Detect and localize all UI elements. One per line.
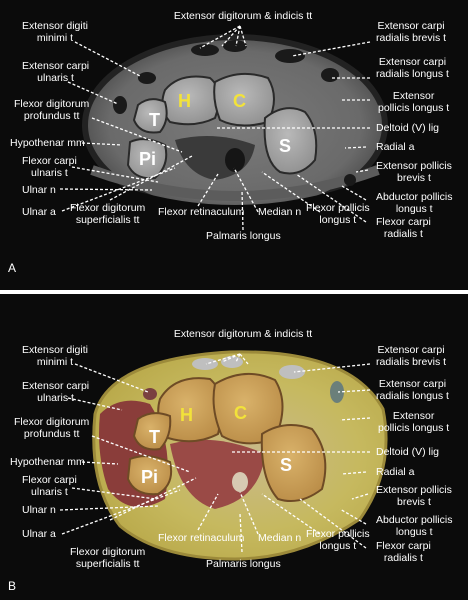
bone-letter-triquetrum: T [149, 110, 160, 130]
bone-letter-capitate: C [234, 403, 247, 423]
label-flexor-carpi-ulnaris: Flexor carpi ulnaris t [22, 474, 77, 498]
label-extensor-digiti-minimi: Extensor digiti minimi t [22, 344, 88, 368]
label-palmaris-longus: Palmaris longus [206, 558, 281, 570]
triquetrum-bone [132, 98, 168, 134]
label-extensor-pollicis-longus: Extensor pollicis longus t [378, 90, 450, 114]
label-flexor-pollicis-longus: Flexor pollicis longus t [306, 202, 370, 226]
label-extensor-carpi-radialis-brevis: Extensor carpi radialis brevis t [376, 20, 447, 44]
label-palmaris-longus: Palmaris longus [206, 230, 281, 242]
bone-letter-pisiform: Pi [141, 467, 159, 487]
label-flexor-retinaculum: Flexor retinaculum [158, 206, 245, 218]
bone-letter-capitate: C [233, 91, 246, 111]
label-deltoid-lig: Deltoid (V) lig [376, 122, 440, 134]
label-median-n: Median n [258, 206, 302, 218]
label-extensor-pollicis-brevis: Extensor pollicis brevis t [376, 484, 452, 508]
bone-letter-scaphoid: S [279, 136, 292, 156]
panel-b-anatomical-section: H C T Pi S [0, 294, 468, 600]
label-flexor-digitorum-superficialis: Flexor digitorum superficialis tt [70, 546, 146, 570]
label-abductor-pollicis-longus: Abductor pollicis longus t [376, 514, 453, 538]
label-flexor-digitorum-profundus: Flexor digitorum profundus tt [14, 416, 90, 440]
label-extensor-carpi-ulnaris: Extensor carpi ulnaris t [22, 380, 90, 404]
label-radial-a: Radial a [376, 466, 415, 478]
label-extensor-carpi-radialis-longus: Extensor carpi radialis longus t [376, 378, 449, 402]
label-median-n: Median n [258, 532, 302, 544]
label-ulnar-n: Ulnar n [22, 504, 56, 516]
label-extensor-digitorum: Extensor digitorum & indicis tt [173, 10, 313, 22]
label-extensor-digitorum: Extensor digitorum & indicis tt [173, 328, 313, 340]
bone-letter-triquetrum: T [149, 427, 160, 447]
label-deltoid-lig: Deltoid (V) lig [376, 446, 440, 458]
panel-letter-b: B [8, 579, 17, 593]
label-flexor-digitorum-profundus: Flexor digitorum profundus tt [14, 98, 90, 122]
label-ulnar-a: Ulnar a [22, 206, 56, 218]
scaphoid-bone [260, 424, 327, 502]
label-extensor-pollicis-brevis: Extensor pollicis brevis t [376, 160, 452, 184]
triquetrum-bone [132, 412, 172, 451]
label-extensor-carpi-ulnaris: Extensor carpi ulnaris t [22, 60, 90, 84]
label-flexor-pollicis-longus: Flexor pollicis longus t [306, 528, 370, 552]
label-extensor-pollicis-longus: Extensor pollicis longus t [378, 410, 450, 434]
leader-lines-a [59, 25, 371, 231]
panel-letter-a: A [8, 261, 17, 275]
label-hypothenar-mm: Hypothenar mm [10, 137, 85, 149]
scaphoid-bone [263, 107, 318, 175]
bone-letter-scaphoid: S [280, 455, 293, 475]
label-ulnar-n: Ulnar n [22, 184, 56, 196]
anatomical-cross-section-image [92, 350, 388, 561]
mri-cross-section-image [82, 34, 388, 230]
bone-letter-hamate: H [180, 405, 193, 425]
label-extensor-digiti-minimi: Extensor digiti minimi t [22, 20, 88, 44]
pisiform-bone [126, 455, 173, 496]
label-ulnar-a: Ulnar a [22, 528, 56, 540]
label-extensor-carpi-radialis-longus: Extensor carpi radialis longus t [376, 56, 449, 80]
label-abductor-pollicis-longus: Abductor pollicis longus t [376, 191, 453, 215]
label-flexor-carpi-radialis: Flexor carpi radialis t [376, 216, 431, 240]
label-flexor-carpi-radialis: Flexor carpi radialis t [376, 540, 431, 564]
label-flexor-digitorum-superficialis: Flexor digitorum superficialis tt [70, 202, 146, 226]
bone-letter-pisiform: Pi [139, 149, 157, 169]
pisiform-bone [126, 138, 168, 180]
label-hypothenar-mm: Hypothenar mm [10, 456, 85, 468]
bone-letter-hamate: H [178, 91, 191, 111]
panel-a-mri: H C T Pi S [0, 0, 468, 290]
label-extensor-carpi-radialis-brevis: Extensor carpi radialis brevis t [376, 344, 447, 368]
label-radial-a: Radial a [376, 141, 415, 153]
label-flexor-carpi-ulnaris: Flexor carpi ulnaris t [22, 155, 77, 179]
label-flexor-retinaculum: Flexor retinaculum [158, 532, 245, 544]
leader-lines-b [59, 353, 371, 553]
